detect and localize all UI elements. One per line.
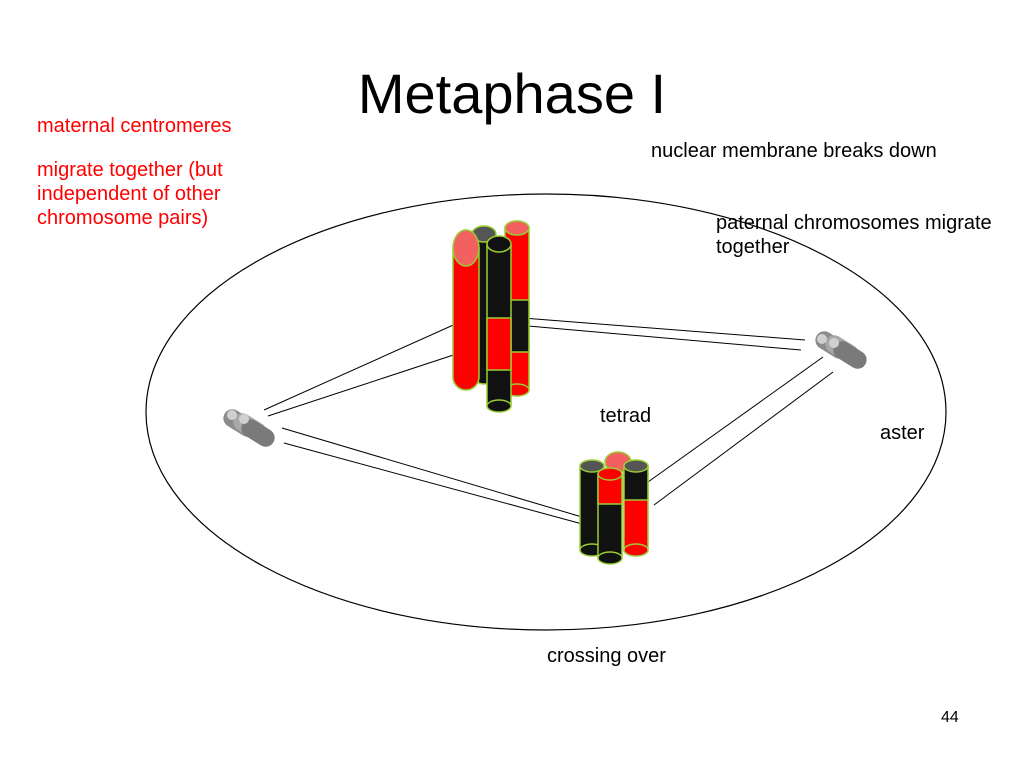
- aster-label: aster: [880, 422, 925, 444]
- spindle-fiber: [653, 371, 834, 506]
- spindle-fiber: [527, 325, 802, 351]
- nuclear-membrane-label: nuclear membrane breaks down: [651, 140, 937, 162]
- spindle-fiber: [283, 442, 587, 526]
- cell-membrane: [145, 193, 947, 631]
- spindle-fiber: [647, 356, 824, 483]
- page-number: 44: [941, 709, 959, 726]
- spindle-fibers: [263, 316, 834, 526]
- crossing-over-label: crossing over: [547, 645, 666, 667]
- aster-right: [815, 331, 867, 369]
- tetrad-label: tetrad: [600, 405, 652, 427]
- spindle-fiber: [509, 316, 806, 341]
- maternal-centromeres-label: maternal centromeres: [37, 115, 232, 137]
- paternal-chromosomes-label: paternal chromosomes migrate together: [716, 212, 992, 258]
- spindle-fiber: [281, 427, 583, 518]
- spindle-fiber: [263, 321, 461, 411]
- migrate-together-label: migrate together (but independent of oth…: [37, 159, 223, 229]
- tetrad-lower: [579, 451, 649, 565]
- slide-title: Metaphase I: [357, 62, 667, 125]
- aster-left: [223, 409, 275, 447]
- tetrad-upper: [452, 220, 530, 413]
